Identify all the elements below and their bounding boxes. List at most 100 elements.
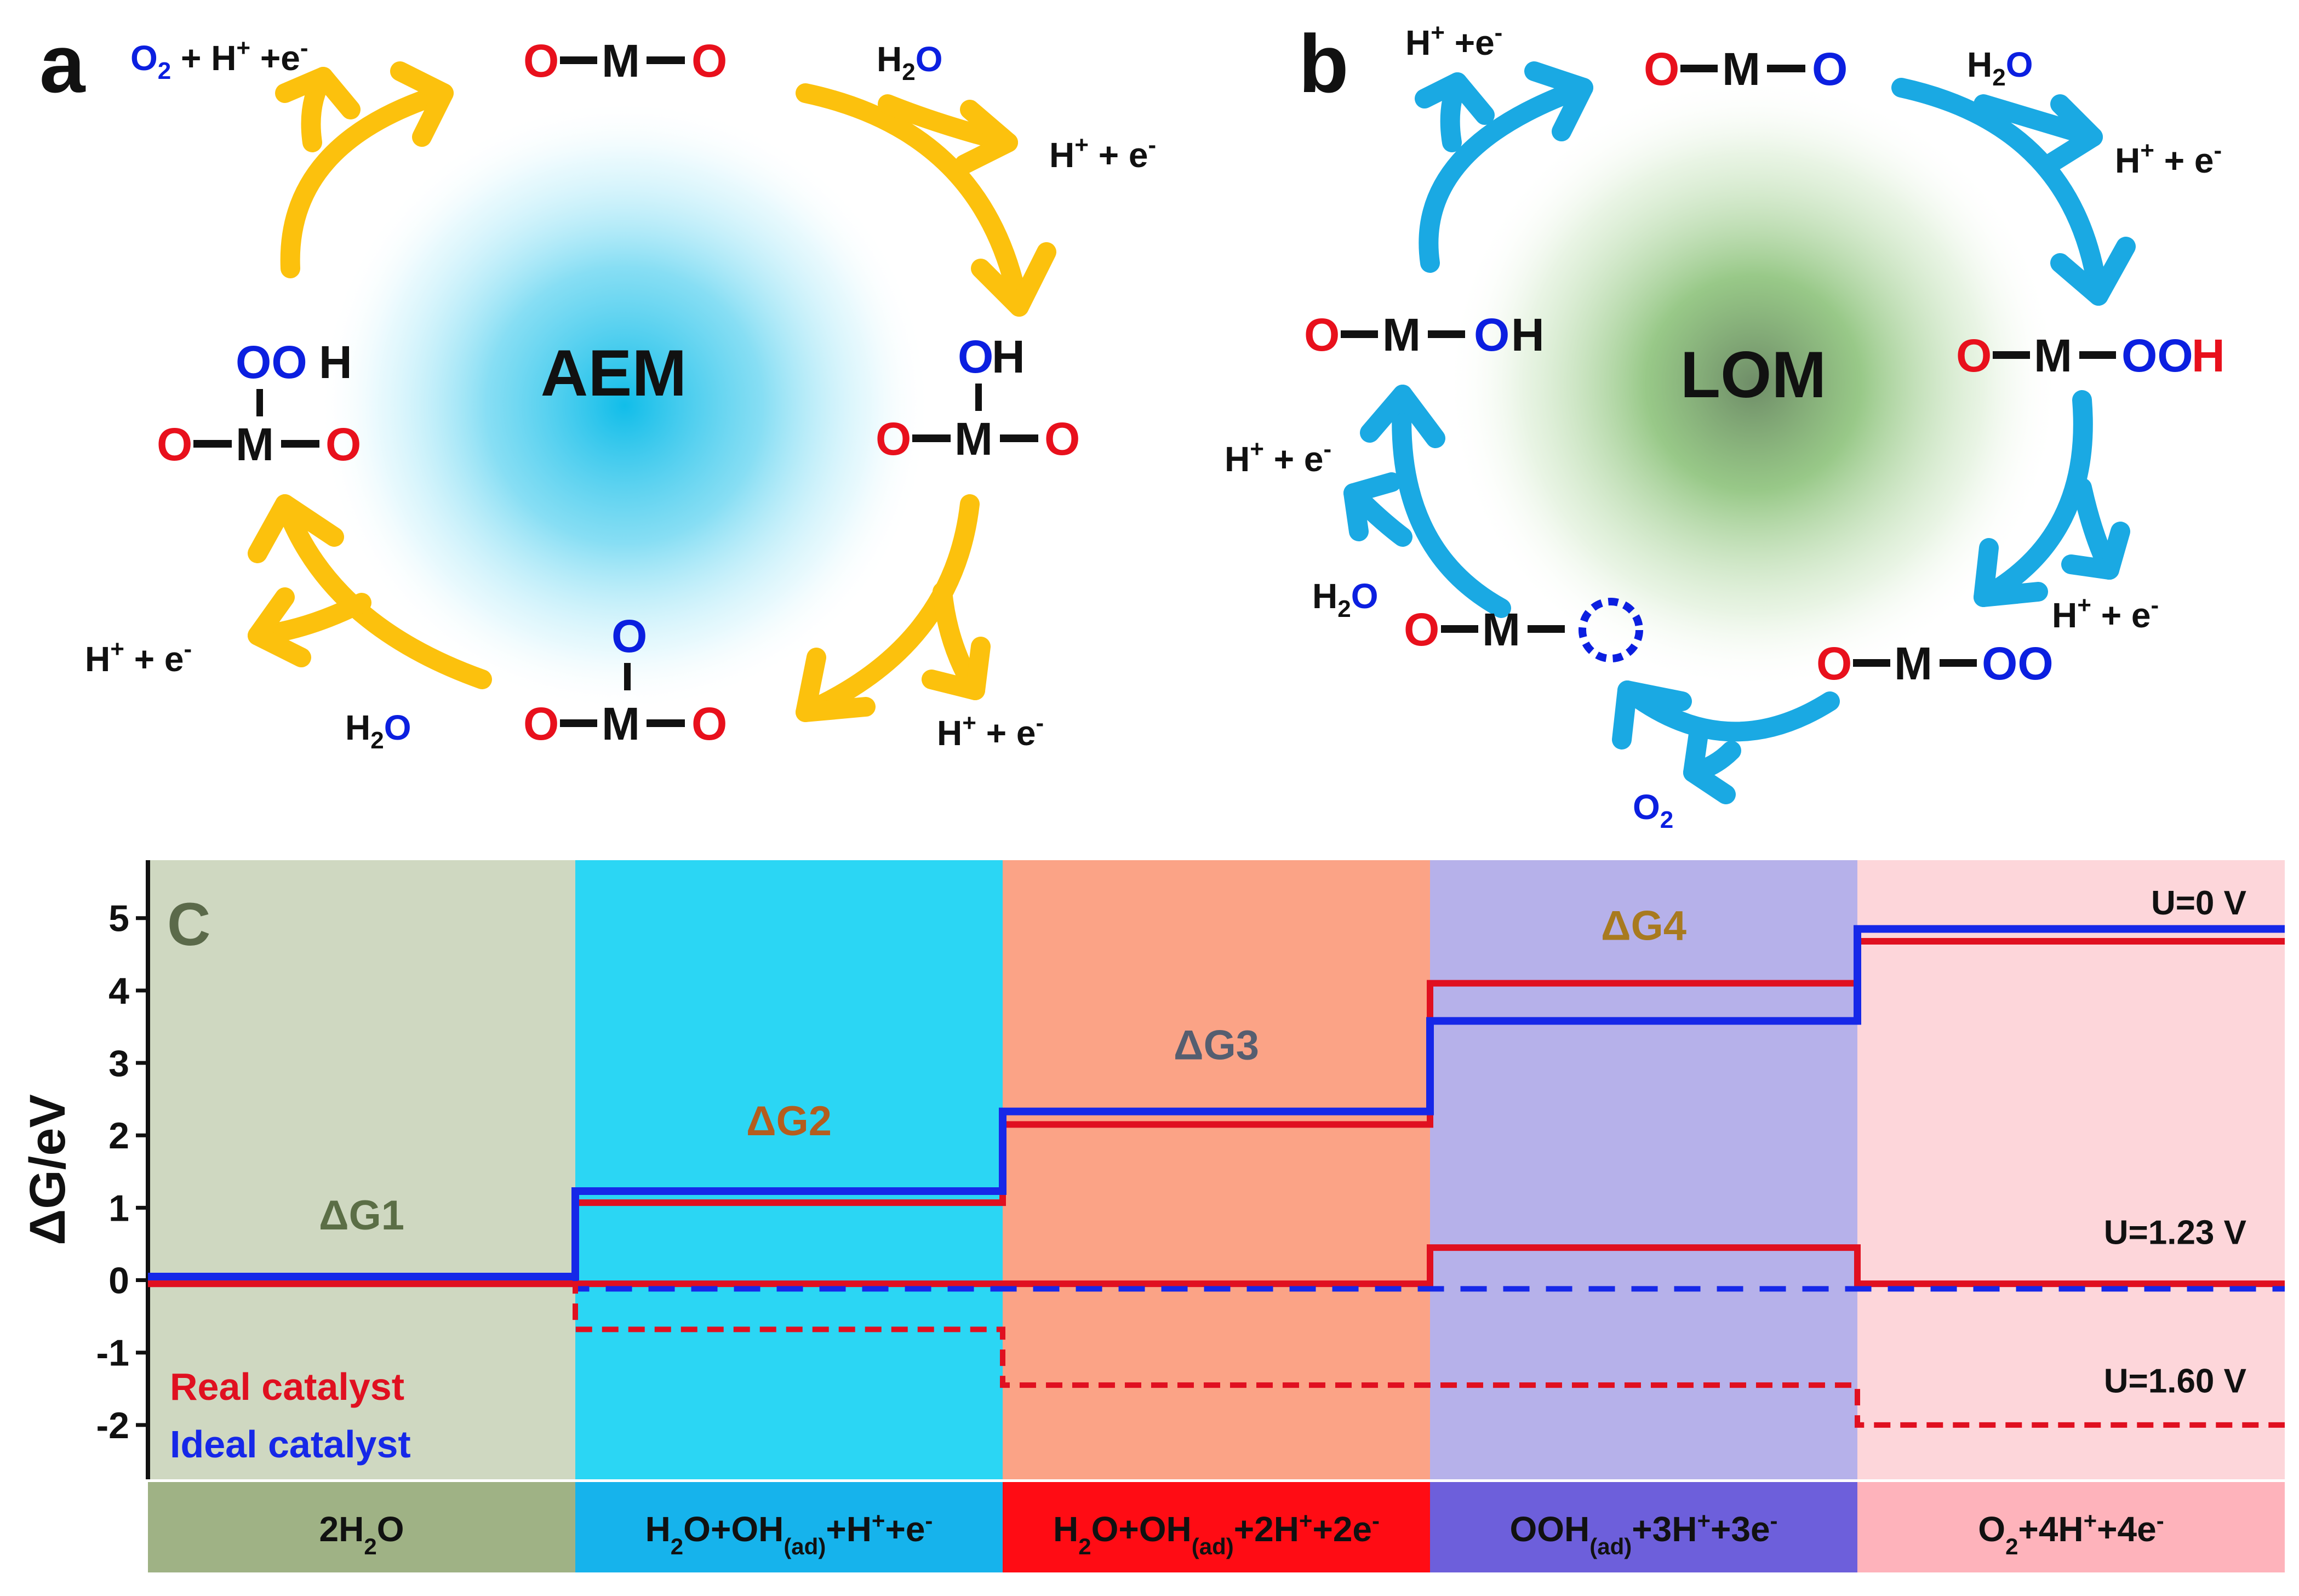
svg-text:O: O xyxy=(611,610,647,662)
lom-arrow-top-right xyxy=(1891,78,2108,306)
lom-arrow-bottom-branch-head xyxy=(1683,724,1736,804)
aem-cycle-arrows xyxy=(248,61,1056,722)
svg-text:O: O xyxy=(325,419,361,470)
y-axis-label: ΔG/eV xyxy=(20,1094,76,1245)
lom-species-left: O M O H xyxy=(1304,309,1545,361)
step-name-2: H2O+OH(ad)+H++e- xyxy=(645,1508,933,1559)
svg-text:M: M xyxy=(236,419,274,470)
aem-species-top: O M O xyxy=(523,35,727,87)
step-background-3 xyxy=(1003,860,1430,1479)
y-tick-label: 1 xyxy=(108,1187,129,1229)
lom-h2o-top: H2O xyxy=(1967,45,2033,91)
energy-series-4 xyxy=(148,1273,2285,1292)
svg-text:M: M xyxy=(1482,604,1520,655)
y-tick-label: -1 xyxy=(96,1332,129,1374)
svg-text:M: M xyxy=(1722,43,1760,95)
lom-species-right: O M OO H xyxy=(1956,330,2225,381)
lom-glow xyxy=(1446,77,2060,690)
step-background-5 xyxy=(1857,860,2285,1479)
svg-text:O: O xyxy=(1816,638,1852,689)
lom-arrow-right-mid-head xyxy=(1974,538,2048,607)
step-name-3: H2O+OH(ad)+2H++2e- xyxy=(1053,1508,1380,1559)
svg-text:M: M xyxy=(602,698,640,750)
svg-text:OO: OO xyxy=(236,336,307,388)
potential-annotation-3: U=1.60 V xyxy=(2104,1362,2246,1400)
lom-h-top-left: H+ +e- xyxy=(1405,19,1502,62)
aem-species-left: OO H O M O xyxy=(157,336,361,470)
svg-text:O: O xyxy=(523,35,559,87)
step-name-5: O2+4H++4e- xyxy=(1978,1508,2164,1559)
lom-o2-bottom: O2 xyxy=(1633,787,1673,833)
aem-arrow-right-bottom xyxy=(796,494,980,722)
svg-text:H: H xyxy=(992,331,1025,382)
aem-h2o-bottom: H2O xyxy=(345,708,411,754)
oxygen-vacancy-icon xyxy=(1579,598,1643,662)
lom-center-label: LOM xyxy=(1680,338,1827,411)
panel-b: b LOM H+ +e- xyxy=(1225,18,2225,833)
legend-entry-2: Ideal catalyst xyxy=(170,1423,411,1466)
lom-arrow-bottom xyxy=(1617,680,1840,742)
legend-entry-1: Real catalyst xyxy=(170,1365,404,1408)
aem-h-left: H+ + e- xyxy=(85,636,192,679)
step-band-4 xyxy=(1430,1482,1857,1572)
aem-h-right-top: H+ + e- xyxy=(1049,131,1156,175)
aem-species-right: O H O M O xyxy=(876,331,1080,465)
svg-text:OO: OO xyxy=(2121,330,2193,381)
lom-arrow-right-mid xyxy=(1974,390,2093,607)
lom-h-right-mid: H+ + e- xyxy=(2052,592,2159,635)
lom-h2o-left: H2O xyxy=(1312,576,1378,622)
aem-arrow-right-bottom-branch-head xyxy=(922,637,991,700)
svg-text:O: O xyxy=(1812,43,1848,95)
y-tick-label: 5 xyxy=(108,898,129,940)
panel-a: a AEM O2 + H+ +e- H2O xyxy=(39,18,1156,754)
aem-arrow-bottom-left-head xyxy=(248,494,344,563)
aem-arrow-right-bottom-head xyxy=(796,648,876,722)
potential-annotation-2: U=1.23 V xyxy=(2104,1214,2246,1251)
step-band-3 xyxy=(1003,1482,1430,1572)
aem-h-right-bottom: H+ + e- xyxy=(937,710,1044,753)
step-name-4: OOH(ad)+3H++3e- xyxy=(1509,1508,1777,1559)
aem-arrow-top-right xyxy=(796,83,1029,317)
svg-text:O: O xyxy=(157,419,192,470)
delta-g-label-3: ΔG3 xyxy=(1174,1022,1259,1068)
svg-text:O: O xyxy=(1474,309,1509,361)
step-background-2 xyxy=(575,860,1003,1479)
lom-species-bottom-right: O M OO xyxy=(1816,638,2054,689)
lom-arrow-top-right-head xyxy=(2050,237,2136,306)
y-tick-label: 3 xyxy=(108,1043,129,1084)
lom-arrow-left-lower-branch-head xyxy=(1343,472,1402,541)
step-background-4 xyxy=(1430,860,1857,1479)
aem-arrow-left-top-head xyxy=(390,61,454,147)
svg-text:M: M xyxy=(1894,638,1932,689)
svg-text:H: H xyxy=(1511,309,1545,361)
svg-text:O: O xyxy=(691,698,727,750)
lom-arrow-left-upper xyxy=(1419,78,1593,273)
potential-annotation-1: U=0 V xyxy=(2151,884,2246,922)
lom-species-bottom-left: O M xyxy=(1404,598,1643,662)
aem-arrow-top-right-branch-head xyxy=(954,100,1018,174)
lom-arrow-left-lower xyxy=(1392,385,1511,618)
step-background-1 xyxy=(148,860,575,1479)
svg-text:O: O xyxy=(958,331,993,382)
svg-text:O: O xyxy=(691,35,727,87)
svg-text:O: O xyxy=(1644,43,1679,95)
aem-o2-release: O2 + H+ +e- xyxy=(130,35,308,84)
svg-text:O: O xyxy=(1044,413,1080,465)
y-tick-label: 0 xyxy=(108,1260,129,1302)
panel-c-energy-chart: 2H2O H2O+OH(ad)+H++e- H2O+OH(ad)+2H++2e- OO… xyxy=(20,860,2285,1572)
energy-series-5 xyxy=(148,1281,2285,1428)
svg-text:O: O xyxy=(1304,309,1340,361)
aem-arrow-left-top xyxy=(280,83,454,278)
svg-text:M: M xyxy=(1382,309,1421,361)
svg-text:M: M xyxy=(954,413,993,465)
svg-text:OO: OO xyxy=(1982,638,2054,689)
svg-text:O: O xyxy=(1956,330,1992,381)
step-name-1: 2H2O xyxy=(319,1509,404,1559)
aem-glow xyxy=(318,99,931,712)
aem-center-label: AEM xyxy=(541,336,687,410)
panel-a-label: a xyxy=(39,18,86,110)
lom-arrow-left-upper-head xyxy=(1524,61,1593,141)
lom-arrow-left-upper-branch-head xyxy=(1415,72,1495,125)
delta-g-label-2: ΔG2 xyxy=(746,1098,832,1145)
